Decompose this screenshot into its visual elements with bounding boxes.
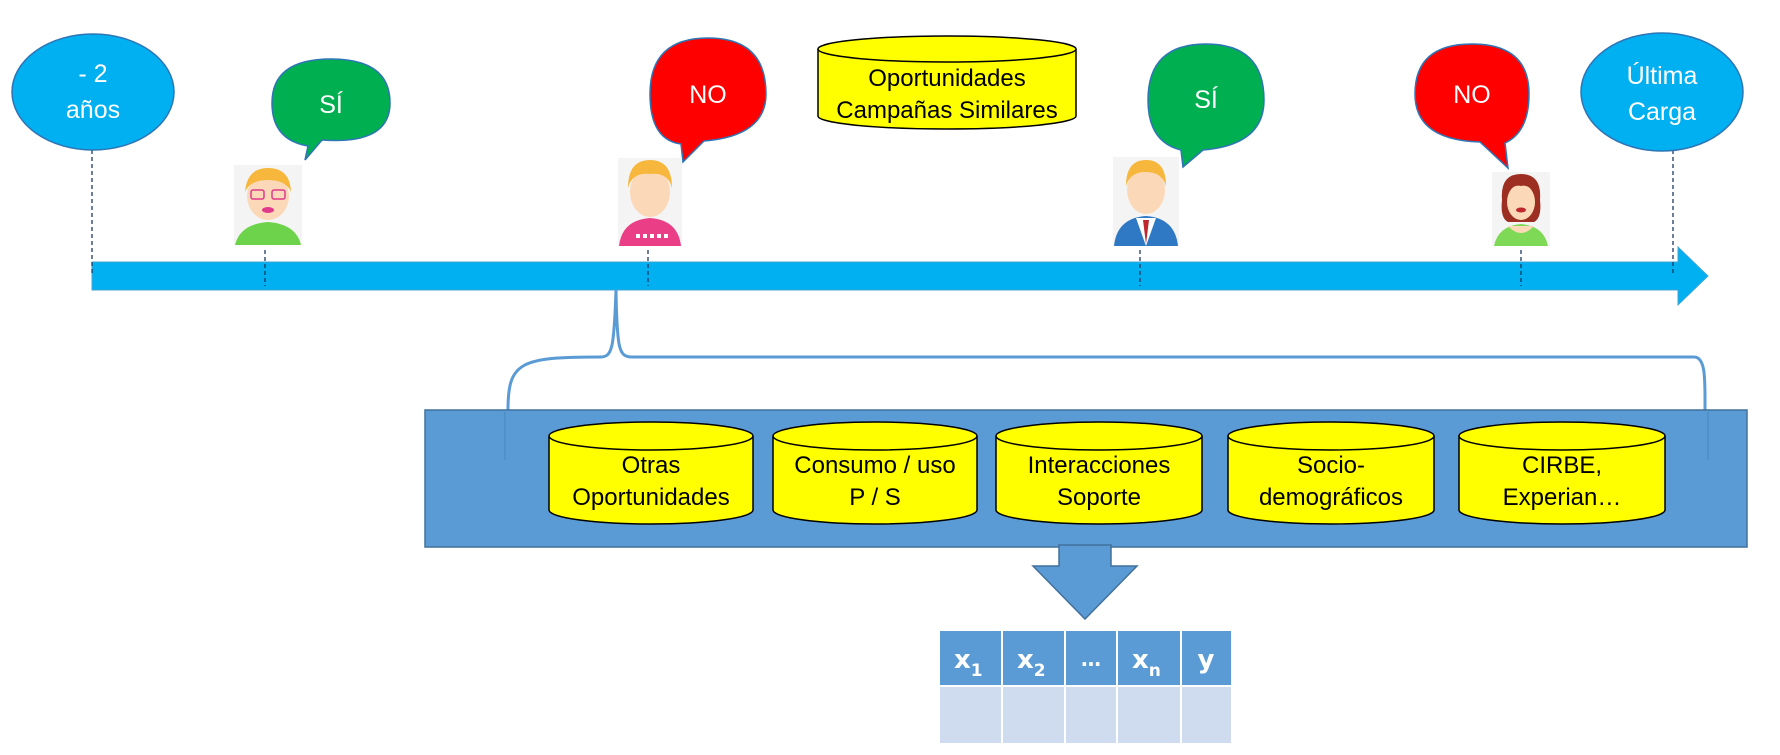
timeline-markers	[91, 150, 1674, 286]
businessman-icon	[1113, 157, 1179, 246]
header-ellipsis: …	[1081, 647, 1101, 671]
db-line2: Experian…	[1503, 484, 1622, 511]
db-line2: P / S	[849, 484, 901, 511]
end-ellipse: Última Carga	[1580, 32, 1744, 152]
down-arrow	[1031, 544, 1139, 621]
db-line1: Socio-	[1297, 452, 1365, 479]
table-cell	[1066, 687, 1116, 743]
db-line2: demográficos	[1259, 484, 1403, 511]
header-x2: x2	[1017, 645, 1046, 681]
end-line2: Carga	[1628, 98, 1696, 126]
bubble-no-2: NO	[1414, 43, 1530, 170]
db-line1: Interacciones	[1028, 452, 1171, 479]
table-header-xn	[1118, 631, 1180, 685]
db-line1: Otras	[622, 452, 681, 479]
header-y: y	[1198, 645, 1215, 675]
feature-table: x1 x2 … xn y	[940, 631, 1231, 743]
woman-red-hair-icon	[1492, 172, 1550, 246]
db-line2: Soporte	[1057, 484, 1141, 511]
db-line1: CIRBE,	[1522, 452, 1602, 479]
database-sociodemograficos: Socio- demográficos	[1227, 421, 1435, 525]
table-cell	[940, 687, 1001, 743]
end-line1: Última	[1627, 61, 1698, 90]
database-oportunidades-campanas: Oportunidades Campañas Similares	[817, 35, 1077, 130]
table-header-x1	[940, 631, 1001, 685]
start-line1: - 2	[78, 60, 107, 88]
database-cirbe-experian: CIRBE, Experian…	[1458, 421, 1666, 525]
table-cell	[1118, 687, 1180, 743]
bubble-text: SÍ	[1194, 85, 1218, 114]
db-top-line2: Campañas Similares	[836, 97, 1057, 124]
timeline-arrow	[91, 245, 1709, 307]
start-ellipse: - 2 años	[11, 33, 175, 151]
table-header-y	[1182, 631, 1231, 685]
bubble-si-2: SÍ	[1147, 43, 1265, 169]
table-cell	[1003, 687, 1064, 743]
bubble-text: NO	[1453, 81, 1491, 109]
bubble-text: SÍ	[319, 90, 343, 119]
database-consumo-uso: Consumo / uso P / S	[772, 421, 978, 525]
bubble-text: NO	[689, 81, 727, 109]
table-header-ellipsis	[1066, 631, 1116, 685]
person-pink-shirt-icon	[618, 158, 682, 246]
bubble-no-1: NO	[649, 37, 767, 164]
db-line2: Oportunidades	[572, 484, 729, 511]
database-otras-oportunidades: Otras Oportunidades	[548, 421, 754, 525]
woman-with-glasses-icon	[234, 165, 302, 245]
header-xn: xn	[1132, 645, 1161, 681]
db-top-line1: Oportunidades	[868, 65, 1025, 92]
header-x1: x1	[954, 645, 983, 681]
zoom-brace	[506, 289, 1707, 411]
table-cell	[1182, 687, 1231, 743]
table-header-x2	[1003, 631, 1064, 685]
db-line1: Consumo / uso	[794, 452, 955, 479]
start-line2: años	[66, 96, 120, 124]
bubble-si-1: SÍ	[271, 58, 391, 161]
database-interacciones-soporte: Interacciones Soporte	[995, 421, 1203, 525]
